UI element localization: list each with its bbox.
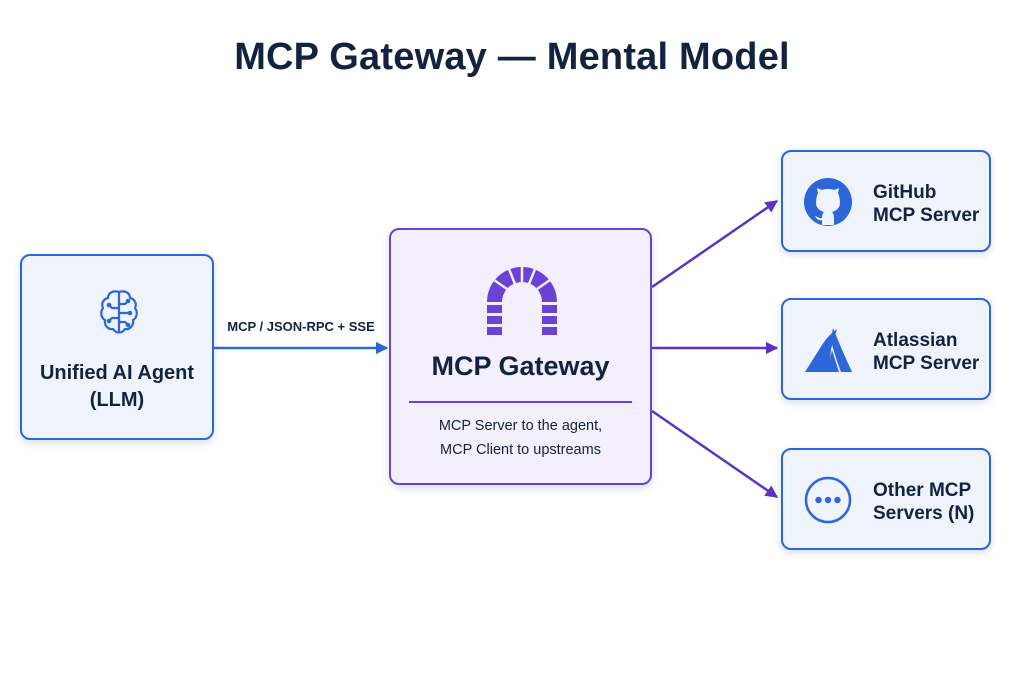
atlassian-server-label-line2: MCP Server <box>873 353 980 374</box>
ellipsis-circle-icon <box>804 476 852 524</box>
github-server-label: GitHub MCP Server <box>873 181 979 227</box>
other-servers-label: Other MCP Servers (N) <box>873 479 974 525</box>
diagram-title: MCP Gateway — Mental Model <box>234 36 790 78</box>
gateway-divider <box>409 401 632 403</box>
protocol-label: MCP / JSON-RPC + SSE <box>227 319 375 334</box>
agent-label-line1: Unified AI Agent <box>39 362 195 384</box>
gateway-name: MCP Gateway <box>431 351 610 381</box>
other-servers-label-line2: Servers (N) <box>873 503 975 524</box>
gateway-to-github-arrow <box>651 199 779 289</box>
atlassian-server-label-line1: Atlassian <box>873 330 958 351</box>
github-server-label-line1: GitHub <box>873 182 937 203</box>
gateway-to-other-arrow <box>651 409 779 499</box>
agent-label-line2: (LLM) <box>89 389 145 411</box>
other-servers-node: Other MCP Servers (N) <box>781 448 991 550</box>
github-icon <box>804 178 852 226</box>
gateway-description-line1: MCP Server to the agent, <box>438 418 603 434</box>
gateway-node: MCP Gateway MCP Server to the agent, MCP… <box>389 228 652 485</box>
atlassian-icon <box>805 328 852 372</box>
agent-node: Unified AI Agent (LLM) <box>20 254 214 440</box>
agent-label: Unified AI Agent (LLM) <box>22 360 212 414</box>
gateway-description-line2: MCP Client to upstreams <box>440 442 601 458</box>
other-servers-label-line1: Other MCP <box>873 480 972 501</box>
gateway-arch-icon <box>487 267 557 335</box>
atlassian-server-label: Atlassian MCP Server <box>873 329 979 375</box>
brain-circuit-icon <box>100 290 138 334</box>
atlassian-server-node: Atlassian MCP Server <box>781 298 991 400</box>
github-server-label-line2: MCP Server <box>873 205 980 226</box>
gateway-description: MCP Server to the agent, MCP Client to u… <box>391 414 650 462</box>
github-server-node: GitHub MCP Server <box>781 150 991 252</box>
